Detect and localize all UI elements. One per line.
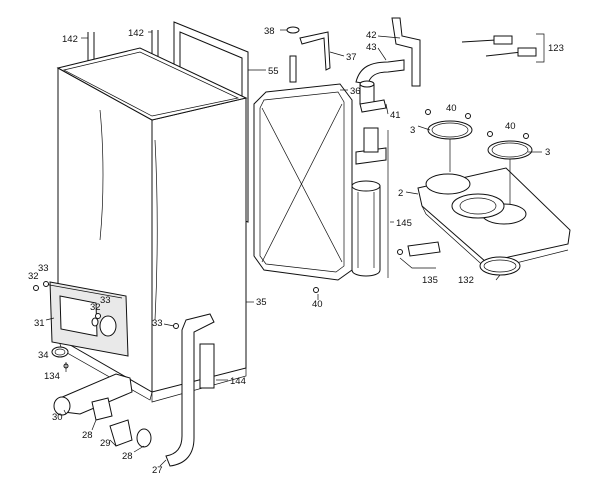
callout-30: 30: [52, 412, 63, 423]
callout-33a: 33: [38, 263, 49, 274]
callout-34: 34: [38, 350, 49, 361]
callout-41: 41: [390, 110, 401, 121]
callout-33c: 33: [152, 318, 163, 329]
callout-134: 134: [44, 371, 60, 382]
heat-exchanger: [351, 127, 389, 278]
callout-132: 132: [458, 275, 474, 286]
callout-43: 43: [366, 42, 377, 53]
callout-135: 135: [422, 275, 438, 286]
callout-55: 55: [268, 66, 279, 77]
callout-40b: 40: [505, 121, 516, 132]
flue-hood: [417, 120, 571, 276]
callout-2: 2: [398, 188, 403, 199]
callout-145: 145: [396, 218, 412, 229]
callout-27: 27: [152, 465, 163, 476]
callout-37: 37: [346, 52, 357, 63]
callout-33b: 33: [100, 295, 111, 306]
expansion-vessel: [253, 26, 353, 281]
callout-36: 36: [350, 86, 361, 97]
callout-40c: 40: [312, 299, 323, 310]
callout-3a: 3: [410, 125, 415, 136]
callout-40a: 40: [446, 103, 457, 114]
callout-28a: 28: [82, 430, 93, 441]
screws: [33, 109, 529, 369]
callout-31: 31: [34, 318, 45, 329]
boiler-casing: [43, 47, 248, 403]
callout-123: 123: [548, 43, 564, 54]
callout-32b: 32: [90, 302, 101, 313]
callout-142a: 142: [62, 34, 78, 45]
callout-144: 144: [230, 376, 246, 387]
callout-142b: 142: [128, 28, 144, 39]
callout-29: 29: [100, 438, 111, 449]
callouts: 142 142 38 42 43 37 55 36 41 123 40 40 3…: [28, 26, 564, 476]
callout-42: 42: [366, 30, 377, 41]
wall-bolts: [461, 33, 545, 63]
callout-38: 38: [264, 26, 275, 37]
callout-35: 35: [256, 297, 267, 308]
callout-32a: 32: [28, 271, 39, 282]
callout-28b: 28: [122, 451, 133, 462]
leader-lines: [45, 29, 542, 467]
top-pipework: [299, 17, 421, 113]
flow-pipe: [165, 313, 215, 467]
callout-3b: 3: [545, 147, 550, 158]
pump-assembly: [53, 373, 152, 448]
